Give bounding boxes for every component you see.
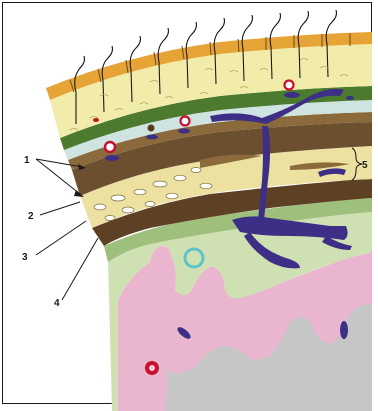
label-4: 4 [54,298,60,309]
label-3: 3 [22,252,28,263]
label-2: 2 [28,211,34,222]
label-1: 1 [24,155,30,166]
label-5: 5 [362,160,368,171]
